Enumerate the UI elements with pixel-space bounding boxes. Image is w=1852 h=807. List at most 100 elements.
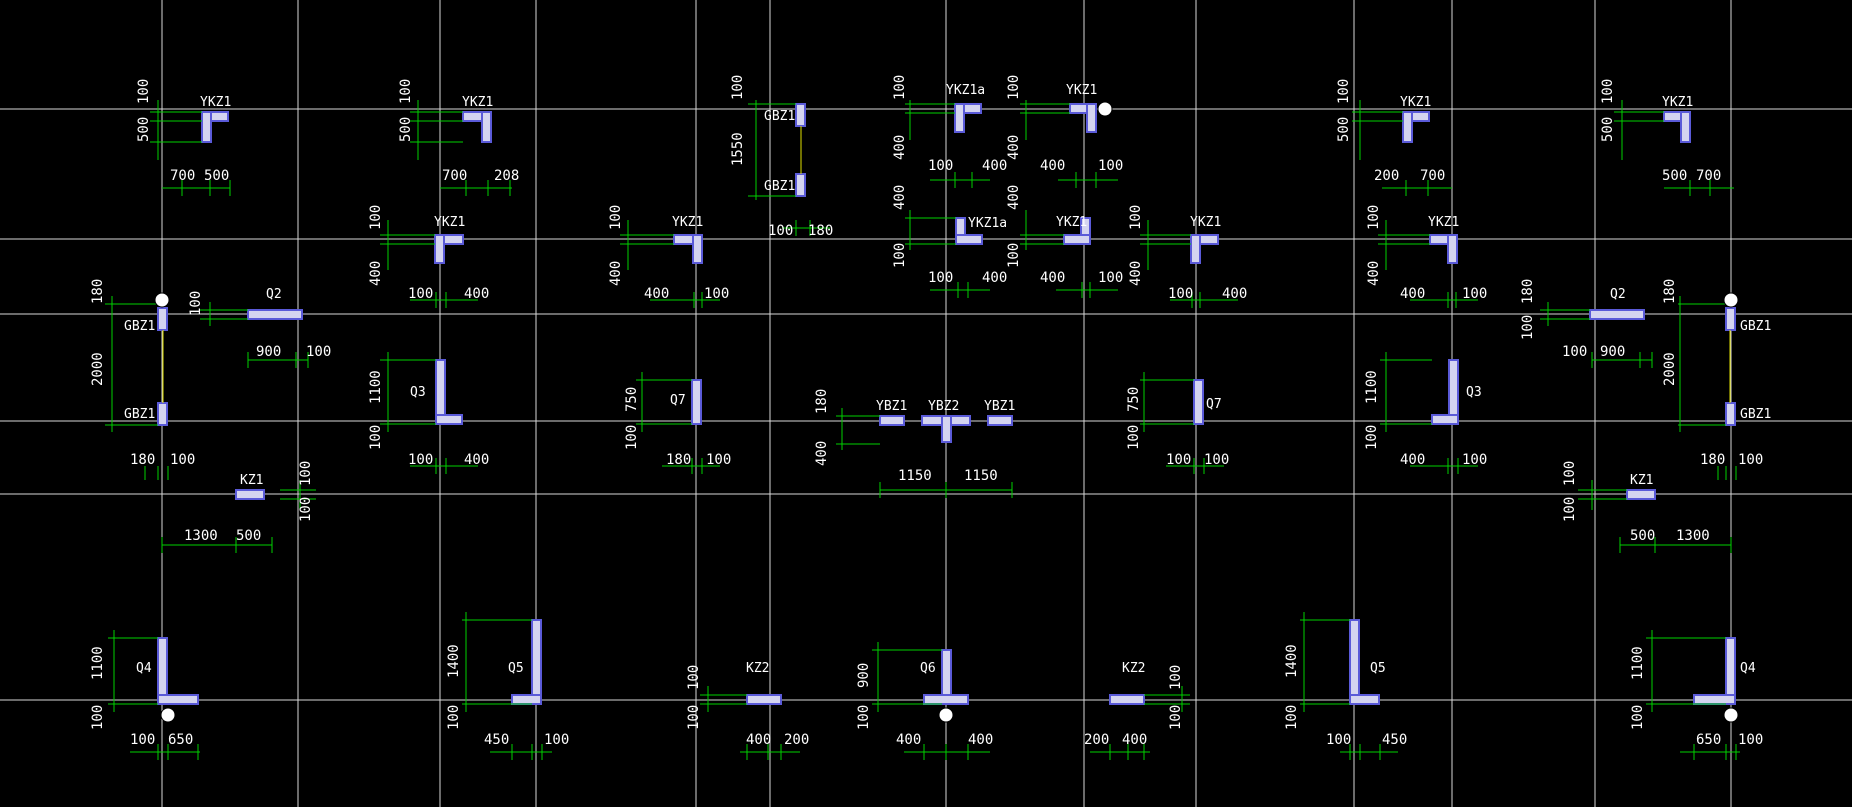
dimension-value: 100 [368,205,384,230]
dimension-text-vertical: 100 500 100 500 100 1550 100 400 100 400… [90,75,1678,730]
dimension-value: 900 [256,344,281,360]
label-q3: Q3 [410,385,426,400]
dimension-value: 100 [892,243,908,268]
dimension-value: 1150 [898,468,932,484]
dimension-value: 400 [982,270,1007,286]
dimension-value: 180 [666,452,691,468]
label-q4: Q4 [1740,661,1756,676]
label-gbz1: GBZ1 [764,179,795,194]
dimension-value: 500 [136,117,152,142]
dimension-value: 400 [1400,452,1425,468]
dimension-value: 1550 [730,132,746,166]
dimension-value: 100 [1562,344,1587,360]
dimension-value: 400 [1128,261,1144,286]
dimension-value: 100 [1006,75,1022,100]
dimension-lines [105,100,1740,760]
dimension-value: 400 [1006,185,1022,210]
dimension-value: 100 [1738,452,1763,468]
dimension-value: 100 [928,158,953,174]
dimension-value: 100 [398,79,414,104]
dimension-value: 1100 [90,646,106,680]
dimension-value: 100 [306,344,331,360]
dimension-value: 100 [1006,243,1022,268]
dimension-value: 100 [1738,732,1763,748]
dimension-value: 180 [814,389,830,414]
label-kz1: KZ1 [1630,473,1653,488]
dimension-value: 100 [1098,158,1123,174]
dimension-value: 100 [768,223,793,239]
dimension-value: 100 [686,705,702,730]
label-gbz1: GBZ1 [764,109,795,124]
label-ybz1: YBZ1 [984,399,1015,414]
dimension-value: 500 [1600,117,1616,142]
dimension-value: 180 [1700,452,1725,468]
dimension-value: 100 [704,286,729,302]
dimension-value: 1300 [1676,528,1710,544]
dimension-value: 180 [1662,279,1678,304]
label-kz1: KZ1 [240,473,263,488]
dimension-value: 400 [1040,158,1065,174]
dimension-value: 100 [90,705,106,730]
label-ykz1a: YKZ1a [968,216,1007,231]
dimension-value: 100 [1462,452,1487,468]
label-ykz1: YKZ1 [434,215,465,230]
dimension-value: 1100 [368,370,384,404]
label-ykz1: YKZ1 [200,95,231,110]
dimension-value: 450 [1382,732,1407,748]
label-q7: Q7 [1206,397,1222,412]
dimension-value: 400 [464,452,489,468]
axis-marker-circle [160,707,176,723]
label-q7: Q7 [670,393,686,408]
dimension-value: 100 [1168,286,1193,302]
label-q6: Q6 [920,661,936,676]
dimension-value: 400 [368,261,384,286]
dimension-value: 180 [90,279,106,304]
dimension-value: 500 [1630,528,1655,544]
dimension-value: 400 [1366,261,1382,286]
dimension-value: 208 [494,168,519,184]
dimension-value: 100 [298,497,314,522]
dimension-value: 100 [368,425,384,450]
dimension-value: 2000 [1662,352,1678,386]
dimension-value: 400 [746,732,771,748]
dimension-value: 100 [136,79,152,104]
label-ykz1: YKZ1 [1662,95,1693,110]
dimension-value: 400 [1222,286,1247,302]
label-q3: Q3 [1466,385,1482,400]
dimension-value: 500 [398,117,414,142]
dimension-value: 100 [408,452,433,468]
dimension-value: 200 [1374,168,1399,184]
dimension-value: 100 [188,291,204,316]
dimension-value: 750 [624,387,640,412]
axis-marker-circle [1723,707,1739,723]
dimension-value: 100 [1336,79,1352,104]
dimension-value: 100 [1364,425,1380,450]
dimension-value: 400 [892,185,908,210]
label-gbz1: GBZ1 [124,407,155,422]
dimension-value: 100 [1562,461,1578,486]
label-ybz1: YBZ1 [876,399,907,414]
label-ykz1: YKZ1 [1056,215,1087,230]
axis-marker-circle [154,292,170,308]
dimension-value: 100 [1204,452,1229,468]
dimension-value: 100 [1168,665,1184,690]
label-gbz1: GBZ1 [124,319,155,334]
label-gbz1: GBZ1 [1740,319,1771,334]
label-q2: Q2 [1610,287,1626,302]
dimension-value: 400 [896,732,921,748]
dimension-value: 200 [784,732,809,748]
dimension-value: 100 [1126,425,1142,450]
axis-marker-circle [938,707,954,723]
dimension-value: 650 [168,732,193,748]
dimension-value: 100 [686,665,702,690]
dimension-value: 100 [1166,452,1191,468]
dimension-value: 500 [236,528,261,544]
axis-markers [154,101,1739,723]
dimension-value: 100 [730,75,746,100]
dimension-value: 180 [808,223,833,239]
axis-marker-circle [1723,292,1739,308]
dimension-value: 100 [1630,705,1646,730]
